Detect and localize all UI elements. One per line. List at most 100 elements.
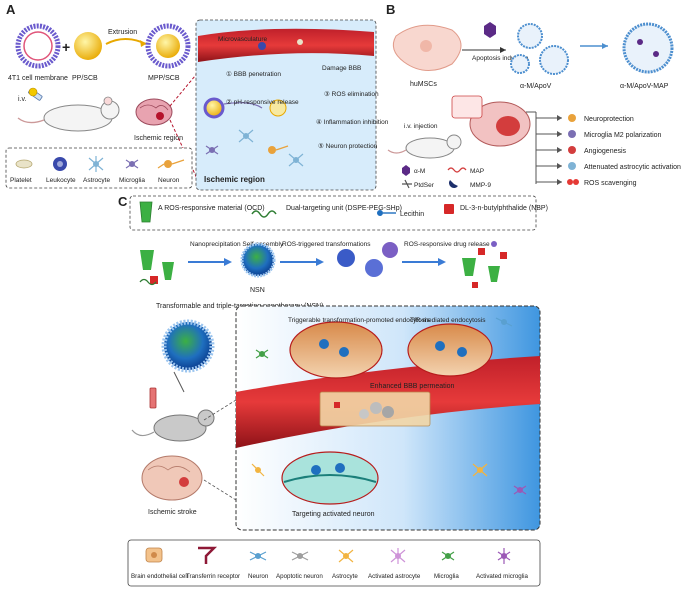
astrocyte-icon [238,129,254,143]
legend-c-astrocyte: Astrocyte [332,573,358,580]
ischemic-region-label: Ischemic region [134,135,183,142]
effect-row: Angiogenesis [536,146,627,155]
pp-scb-label: PP/SCB [72,75,98,82]
nanoparticle-icon [203,97,225,119]
effect-row: Neuroprotection [536,114,634,123]
syringe-icon [149,387,157,409]
brain-ischemic-icon [135,98,173,126]
components-box [129,195,537,231]
effect-row: Microglia M2 polarization [536,130,662,139]
nsn-particle [335,463,345,473]
nsn-nanoparticle-icon [240,242,276,278]
svg-text:ROS scavenging: ROS scavenging [584,180,637,187]
component-nbp: DL-3-n-butylphthalide (NBP) [460,205,548,212]
components-cluster [139,250,174,286]
extrusion-arrow [105,38,147,45]
bbb-label: Enhanced BBB permeation [370,383,455,390]
map-icon [447,167,467,173]
component-ocd: A ROS-responsive material (OCD) [158,205,265,212]
step-1: ① BBB penetration [226,70,281,78]
legend-a-platelet: Platelet [10,177,32,184]
process-arrowhead-1 [224,258,232,266]
component-lecithin: Lecithin [400,211,424,218]
activated-astrocyte-icon [251,463,265,477]
process-arrowhead-2 [316,258,324,266]
legend-box-a [5,147,193,189]
apoptosis-label: Apoptosis induction [472,55,529,62]
nsn-particle [339,347,349,357]
vessel-platelet [297,39,303,45]
hexagon-icon [484,22,496,38]
inset-icon [451,95,483,119]
apov-map-vesicle-icon [622,22,674,74]
alpha-m-icon [402,165,410,176]
ischemic-stroke-label: Ischemic stroke [148,509,197,516]
iv-injection-label: i.v. injection [404,123,438,130]
lecithin-icon [377,210,396,216]
ptdser-icon [402,179,412,189]
apov-label: α-M/ApoV [520,83,552,90]
neuron-target-label: Targeting activated neuron [292,511,375,518]
astrocyte-icon [338,549,354,563]
nsn-particle [319,339,329,349]
release-arrow [223,102,263,109]
panel-b-letter: B [386,2,395,17]
panel-c-letter: C [118,194,128,209]
step-3: ③ ROS elimination [324,90,379,98]
step3-label: ROS-responsive drug release [404,241,490,248]
endothelial-cell-icon [145,547,163,563]
drug-release-icon [462,241,507,288]
apoptotic-neuron-icon [291,551,309,561]
activated-astrocyte-icon [390,548,406,564]
panel-b: B huMSCs Apoptosis induction α-M/ApoV α-… [386,2,681,189]
nucleus-icon [420,40,432,52]
transferrin-receptor-icon [198,546,218,564]
step-2: ② pH-responsive release [226,98,299,106]
component-dspe: Dual-targeting unit (DSPE-PEG-SHp) [286,205,402,212]
panel-a-letter: A [6,2,16,17]
apov-map-label: α-M/ApoV-MAP [620,83,669,90]
extrusion-arrowhead [140,40,146,47]
legend-c-transferrin: Transferrin receptor [186,573,240,580]
neuron-icon [157,159,185,169]
vessel-leukocyte [258,42,266,50]
microvasculature-label: Microvasculature [218,36,268,43]
endocytosis-zone-2 [407,323,493,377]
nsn-label: NSN [250,287,265,294]
release-icon [269,99,287,117]
svg-text:Attenuated astrocytic activati: Attenuated astrocytic activation [584,164,681,171]
microglia-icon [255,349,269,359]
legend-a-astrocyte: Astrocyte [83,177,110,184]
microglia-icon [205,145,219,155]
endothelial-gap [334,402,394,419]
endocytosis-2-label: TfR-mediated endocytosis [410,317,486,324]
ocd-icon [139,201,153,223]
neuron-icon [495,317,513,327]
brain-stroke-icon [141,455,203,501]
panel-c: C A ROS-responsive material (OCD) Dual-t… [118,194,548,587]
nsn-particle [311,465,321,475]
activated-microglia-icon [513,485,527,495]
iv-label: i.v. [18,96,26,103]
pointer-line [173,371,185,393]
plus-sign: + [62,39,70,55]
legend-c-neuron: Neuron [248,573,269,580]
effects-bracket [526,111,537,184]
microvessel [198,28,374,62]
step-4: ④ Inflammation inhibition [316,118,389,126]
ischemic-zoom-panel [195,19,377,191]
nsn-particle [457,347,467,357]
astrocyte-icon [88,156,104,172]
effect-row: ROS scavenging [536,179,637,187]
apov-vesicles-icon [510,23,569,75]
activated-microglia-icon [497,548,511,564]
endocytosis-zone-1 [289,321,383,379]
cell-membrane-label: 4T1 cell membrane [8,75,68,82]
nsn-large-icon [161,319,215,373]
microglia-icon [441,551,455,561]
legend-b-alpha-m: α-M [414,168,425,175]
legend-b-ptdser: PtdSer [414,182,435,189]
step1-label: Nanoprecipitation Self-assembly [190,241,284,248]
svg-text:Neuroprotection: Neuroprotection [584,116,634,123]
